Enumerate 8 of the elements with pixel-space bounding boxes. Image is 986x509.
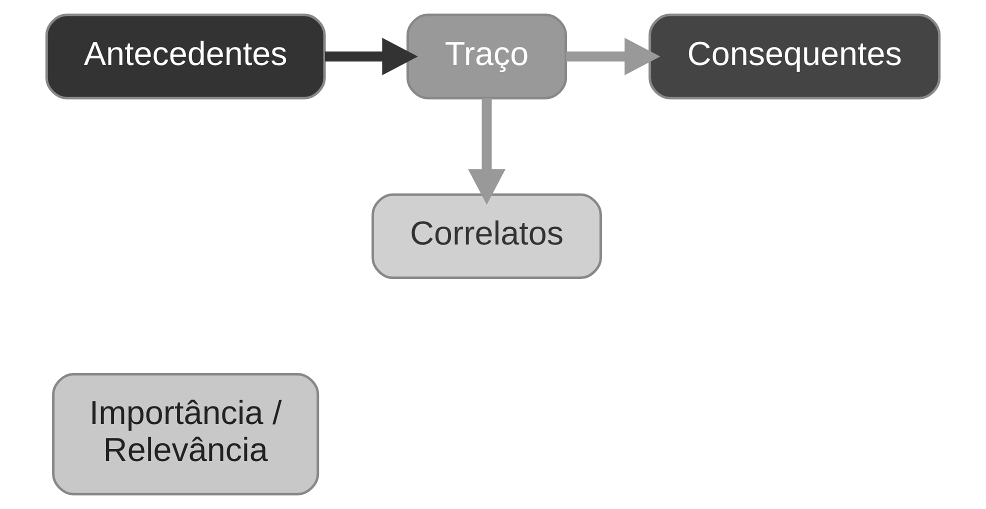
arrow [325,38,418,76]
node-box: Consequentes [648,14,941,100]
arrow [468,98,506,205]
node-box: Antecedentes [45,14,326,100]
arrow [566,38,660,76]
node-box: Importância / Relevância [52,373,320,496]
node-box: Correlatos [372,193,602,280]
node-box: Traço [406,14,568,100]
